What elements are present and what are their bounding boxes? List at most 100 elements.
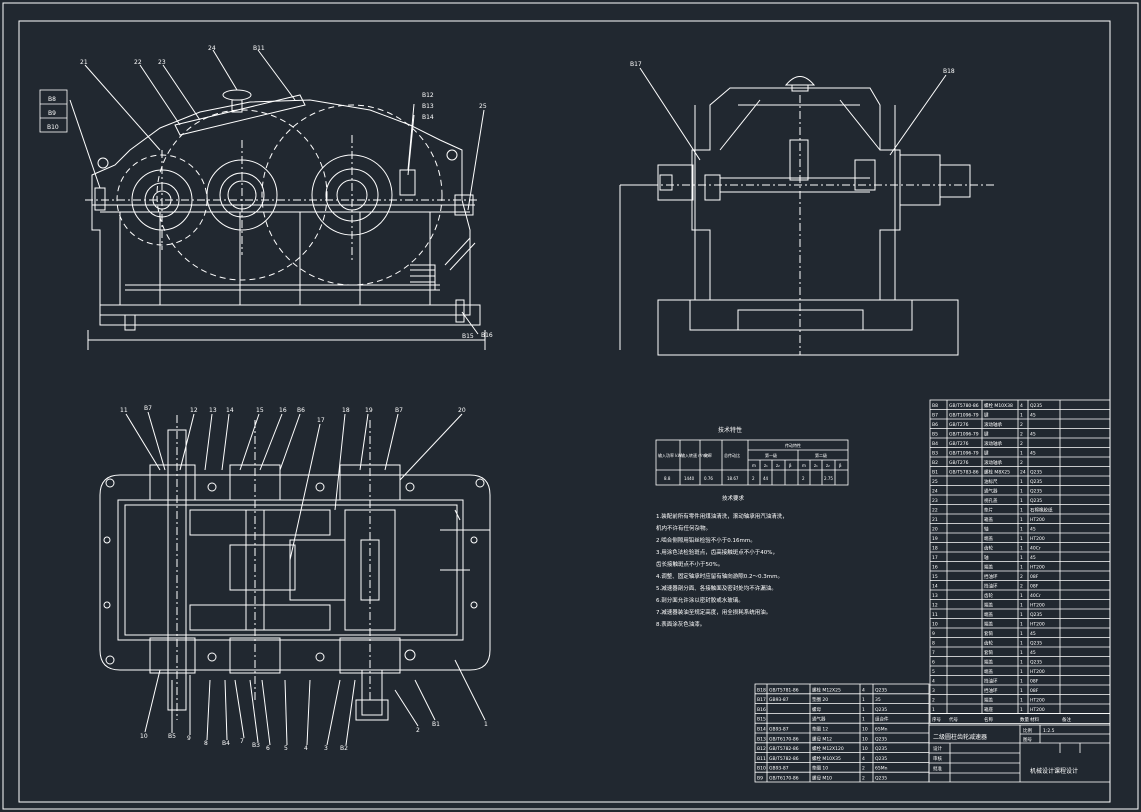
parts-list-cell: 1 — [1020, 660, 1023, 666]
parts-list-cell: Q235 — [1030, 641, 1042, 647]
small-parts-cell: 1 — [862, 707, 865, 713]
parts-list-cell: 1 — [1020, 707, 1023, 713]
tech-value-m1: 2 — [752, 476, 755, 481]
parts-list-cell: 2 — [1020, 422, 1023, 428]
parts-list-cell: 1 — [1020, 669, 1023, 675]
small-parts-cell: 螺母 — [812, 706, 821, 713]
parts-list-cell: 20 — [932, 527, 938, 533]
parts-list-cell: 轴 — [984, 526, 989, 533]
small-parts-cell: B13 — [757, 736, 766, 742]
small-parts-cell: 螺栓 M10X35 — [812, 755, 841, 762]
parts-list-cell: 端盖 — [984, 564, 993, 571]
parts-list-cell: B3 — [932, 451, 938, 457]
parts-list-cell: 4 — [1020, 403, 1023, 409]
tech-value-speed: 1440 — [684, 476, 695, 481]
parts-list-header: 代号 — [949, 716, 958, 723]
tech-characteristics: 技术特性 输入功率 kW 输入转速 r/min 效率 总传动比 传动特性 第一级 — [655, 426, 849, 486]
callout-12: 12 — [190, 407, 198, 414]
parts-list-cell: 齿轮 — [984, 545, 993, 552]
parts-list-cell: 通气器 — [984, 488, 998, 495]
parts-list-cell: 15 — [932, 574, 938, 580]
small-parts-cell: B12 — [757, 746, 766, 752]
requirement-line-3: 2.啮合侧隙用铅丝检验不小于0.16mm。 — [656, 536, 756, 544]
small-parts-cell: 垫圈 10 — [812, 765, 828, 772]
parts-list-cell: GB/T1096-79 — [949, 451, 979, 457]
requirement-line-8: 6.剖分面允许涂以密封胶或水玻璃。 — [656, 596, 744, 604]
parts-list-cell: 1 — [1020, 489, 1023, 495]
parts-list-cell: B5 — [932, 432, 938, 438]
small-parts-cell: B18 — [757, 687, 766, 693]
small-parts-cell: 垫圈 12 — [812, 726, 828, 733]
callout-b5: B5 — [168, 733, 176, 740]
parts-list-cell: 45 — [1030, 555, 1036, 561]
parts-list-cell: 45 — [1030, 451, 1036, 457]
small-parts-cell: 螺栓 M12X120 — [812, 745, 844, 752]
small-parts-cell: 1 — [862, 717, 865, 723]
parts-list-cell: 1 — [1020, 593, 1023, 599]
parts-list-header: 数量 — [1020, 716, 1029, 723]
side-view — [619, 67, 995, 356]
tech-value-ratio: 18.67 — [727, 476, 739, 481]
tech-value-z1: 44 — [763, 476, 769, 481]
parts-list-cell: 套筒 — [984, 630, 993, 637]
small-parts-cell: 2 — [862, 766, 865, 772]
callout-b7-top-b: B7 — [395, 407, 403, 414]
callout-8: 8 — [204, 740, 208, 747]
front-view-labels: 21 22 23 24 B11 B8 B9 B10 B12 B13 B14 25… — [39, 45, 493, 340]
check-label: 审核 — [933, 755, 942, 762]
tech-sub-m2: m — [802, 463, 806, 468]
parts-list-cell: 螺栓 M8X25 — [984, 469, 1010, 476]
callout-6: 6 — [266, 745, 270, 752]
small-parts-cell: B14 — [757, 727, 766, 733]
callout-b10: B10 — [47, 124, 59, 131]
parts-list-cell: HT200 — [1030, 517, 1045, 523]
parts-list-cell: 40Cr — [1030, 546, 1041, 552]
parts-list-cell: 挡油环 — [984, 573, 998, 580]
parts-list-cell: 2 — [932, 698, 935, 704]
parts-list-cell: HT200 — [1030, 707, 1045, 713]
parts-list-cell: 24 — [932, 489, 938, 495]
parts-list-cell: 齿轮 — [984, 640, 993, 647]
requirement-line-10: 8.表面涂灰色油漆。 — [656, 620, 705, 628]
callout-b4: B4 — [222, 740, 230, 747]
parts-list-header: 材料 — [1030, 716, 1039, 723]
parts-list-cell: 45 — [1030, 413, 1036, 419]
top-view — [99, 411, 491, 746]
callout-22: 22 — [134, 59, 142, 66]
parts-list-cell: 轴 — [984, 554, 989, 561]
drawing-title: 二级圆柱齿轮减速器 — [933, 733, 987, 741]
small-parts-cell: 65Mn — [875, 727, 888, 733]
parts-list-cell: 23 — [932, 498, 938, 504]
callout-3: 3 — [324, 745, 328, 752]
callout-14: 14 — [226, 407, 234, 414]
parts-list-cell: 1 — [1020, 603, 1023, 609]
parts-list-cell: GB/T1096-79 — [949, 413, 979, 419]
parts-list-cell: 24 — [1020, 470, 1026, 476]
small-parts-cell: GB/T5782-86 — [769, 756, 799, 762]
parts-list-cell: 6 — [932, 660, 935, 666]
parts-list-cell: 21 — [932, 517, 938, 523]
parts-list-cell: 视孔盖 — [984, 497, 998, 504]
callout-24: 24 — [208, 45, 216, 52]
tech-sub-z2b: z₂ — [826, 463, 830, 468]
callout-b16: B16 — [481, 332, 493, 339]
small-parts-cell: B16 — [757, 707, 766, 713]
small-parts-cell: GB/T6170-86 — [769, 736, 799, 742]
parts-list-cell: 1 — [1020, 650, 1023, 656]
parts-list-cell: 45 — [1030, 527, 1036, 533]
parts-list-cell: 12 — [932, 603, 938, 609]
tech-value-m2: 2 — [802, 476, 805, 481]
small-parts-cell: GB93-87 — [769, 766, 789, 772]
tech-sub-z1a: z₁ — [764, 463, 768, 468]
small-parts-cell: Q235 — [875, 736, 887, 742]
small-parts-cell: 通气器 — [812, 716, 826, 723]
parts-list-cell: 石棉橡胶纸 — [1030, 507, 1053, 514]
parts-list-cell: 17 — [932, 555, 938, 561]
parts-list-cell: 1 — [1020, 546, 1023, 552]
tech-header-ratio: 总传动比 — [724, 452, 740, 458]
parts-list-cell: 2 — [1020, 574, 1023, 580]
parts-list-cell: 套筒 — [984, 649, 993, 656]
parts-list-cell: 08F — [1030, 688, 1039, 694]
callout-b2: B2 — [340, 745, 348, 752]
